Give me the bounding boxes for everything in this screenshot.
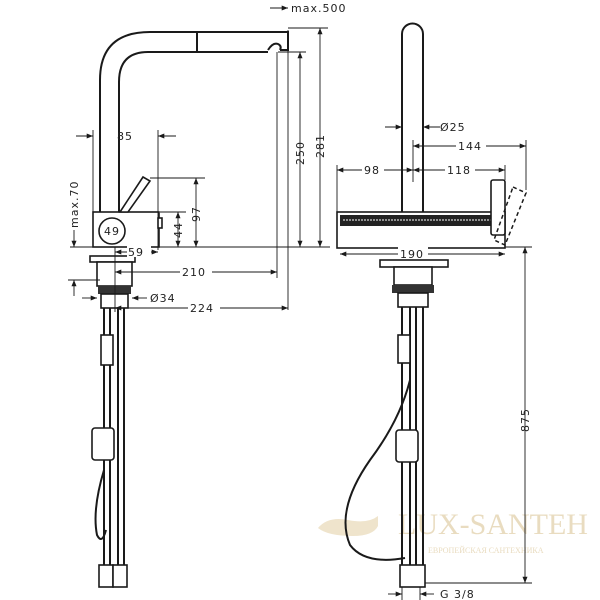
bathtub-logo-icon (318, 516, 378, 536)
dim-44: 44 (172, 222, 185, 238)
dim-190: 190 (400, 248, 424, 261)
dim-diameter-25: Ø25 (440, 121, 466, 134)
faucet-front-view: Ø25 144 98 118 190 875 G 3/8 (336, 22, 532, 600)
cartridge-circle (98, 217, 126, 245)
hose-sleeve (100, 334, 114, 366)
dim-59: 59 (128, 246, 144, 259)
hose-loop (344, 379, 411, 561)
watermark-tagline: ЕВРОПЕЙСКАЯ САНТЕХНИКА (428, 546, 544, 555)
dim-max-70: max.70 (68, 181, 81, 228)
dim-250: 250 (294, 141, 307, 165)
dim-875: 875 (519, 408, 532, 432)
dim-97: 97 (190, 206, 203, 222)
lever-handle (118, 175, 152, 213)
lever-rotated-dashed (493, 185, 527, 247)
dim-g-3-8: G 3/8 (440, 588, 475, 600)
lever-front (490, 179, 506, 236)
dim-144: 144 (458, 140, 482, 153)
dim-118: 118 (447, 164, 471, 177)
spout-outline (99, 31, 289, 212)
dim-85: 85 (117, 130, 133, 143)
spout-front (401, 22, 424, 213)
watermark-brand: LUX-SANTEH (398, 508, 588, 541)
dim-281: 281 (314, 134, 327, 158)
mounting-plate-front (379, 259, 449, 268)
faucet-side-view: max.500 281 250 85 max.70 97 44 49 59 21… (68, 2, 346, 588)
fitting (98, 564, 114, 588)
dim-98: 98 (364, 164, 380, 177)
dim-210: 210 (182, 266, 206, 279)
dim-max-500: max.500 (291, 2, 346, 15)
fitting-front (399, 564, 426, 588)
watermark: LUX-SANTEH ЕВРОПЕЙСКАЯ САНТЕХНИКА (318, 508, 588, 555)
hose-weight (91, 427, 115, 461)
dim-diameter-34: Ø34 (150, 292, 176, 305)
dim-49: 49 (104, 225, 120, 238)
dim-224: 224 (190, 302, 214, 315)
